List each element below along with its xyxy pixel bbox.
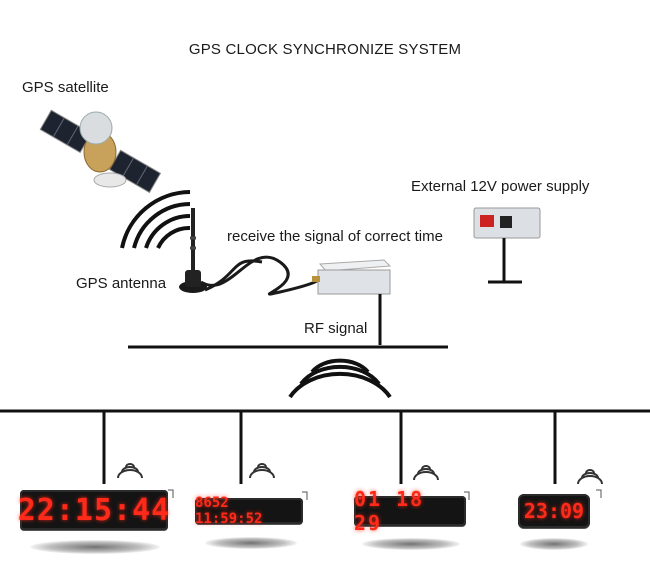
gps-receiver-box-icon (312, 259, 392, 295)
diagram-title: GPS CLOCK SYNCHRONIZE SYSTEM (188, 41, 462, 58)
gps-antenna-icon (179, 208, 322, 296)
receive-signal-label: receive the signal of correct time (227, 228, 443, 245)
clock-shadow (520, 538, 588, 550)
clock-receive-waves-icon (117, 463, 143, 479)
power-supply-icon (473, 207, 541, 284)
clock-display-timer: 01 18 29 (354, 487, 466, 535)
clock-receive-waves-icon (577, 469, 603, 485)
power-supply-label: External 12V power supply (411, 178, 590, 195)
clock-display-large: 22:15:44 (18, 490, 169, 530)
satellite-signal-waves-icon (120, 190, 191, 249)
clock-receive-waves-icon (413, 465, 439, 481)
clock-shadow (30, 540, 160, 554)
clock-display-date-time: 8652 11:59:52 (195, 495, 303, 527)
satellite-icon (39, 109, 162, 194)
clock-shadow (205, 537, 297, 549)
clock-shadow (362, 538, 460, 550)
clock-receive-waves-icon (249, 463, 275, 479)
rf-signal-label: RF signal (304, 320, 368, 337)
clock-display-small: 23:09 (518, 494, 590, 528)
gps-antenna-label: GPS antenna (76, 275, 167, 292)
rf-broadcast-waves-icon (288, 358, 392, 399)
gps-satellite-label: GPS satellite (22, 79, 109, 96)
